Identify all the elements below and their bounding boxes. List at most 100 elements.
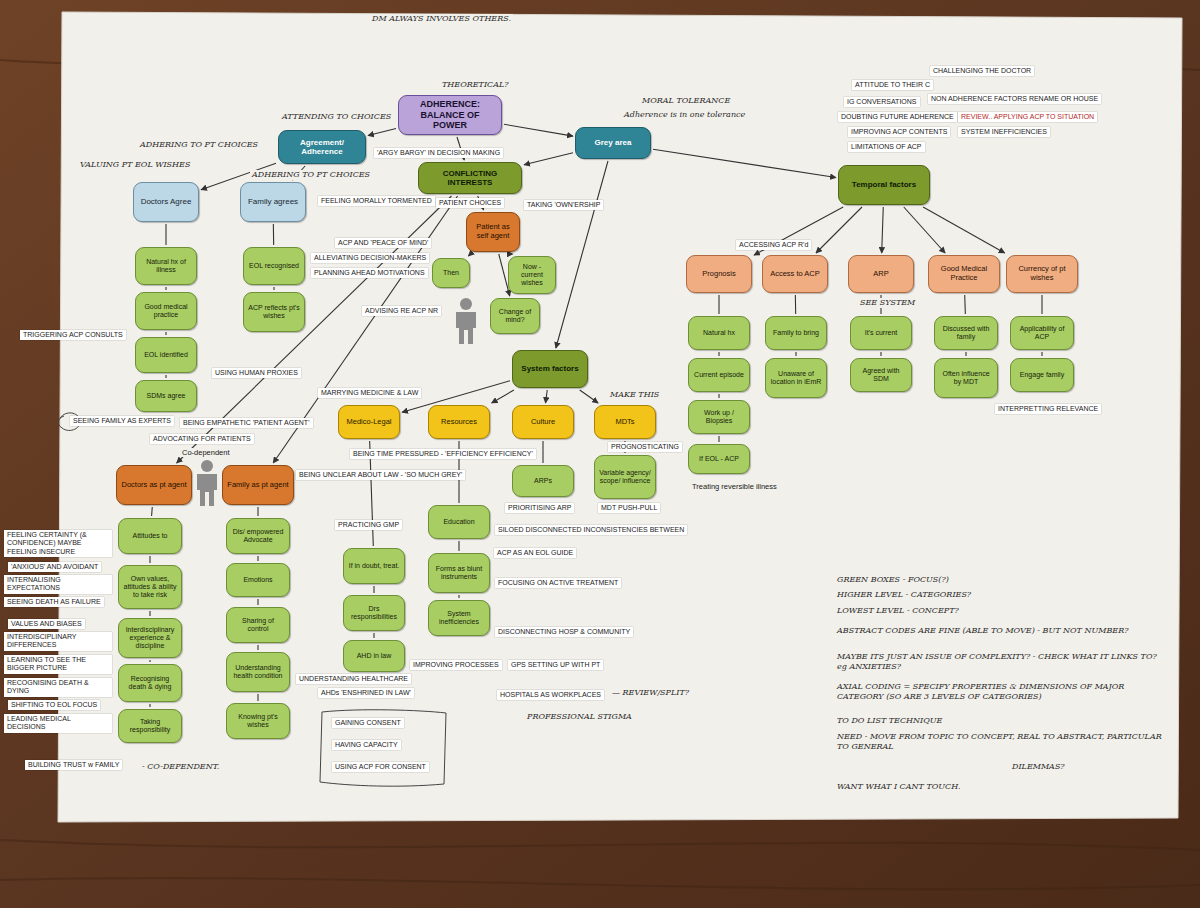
handwritten-note: HIGHER LEVEL - CATEGORIES? — [835, 590, 973, 600]
code-label: ATTITUDE TO THEIR C — [852, 80, 933, 90]
connector — [273, 287, 274, 290]
code-label: 'ARGY BARGY' IN DECISION MAKING — [374, 148, 503, 158]
code-label: SEEING DEATH AS FAILURE — [4, 597, 104, 607]
node-text: System inefficiencies — [433, 610, 485, 626]
code-label: USING HUMAN PROXIES — [212, 368, 301, 378]
code-label: INTERNALISING EXPECTATIONS — [4, 575, 112, 594]
concept-box: Variable agency/ scope/ influence — [594, 455, 656, 499]
handwritten-note: PROFESSIONAL STIGMA — [525, 712, 634, 722]
node-text: Patient as self agent — [471, 223, 515, 240]
code-label: INTERPRETTING RELEVANCE — [995, 404, 1101, 414]
connector — [718, 394, 719, 398]
system-box: Culture — [512, 405, 574, 439]
connector — [816, 207, 862, 253]
node-text: Prognosis — [702, 270, 735, 279]
node-text: Dis/ empowered Advocate — [231, 528, 285, 544]
node-text: Currency of pt wishes — [1011, 265, 1073, 282]
node-text: ADHERENCE: BALANCE OF POWER — [403, 99, 497, 130]
subcategory-box: Family agrees — [240, 182, 306, 222]
hand-drawn-bracket — [320, 710, 446, 786]
node-text: It's current — [865, 329, 897, 337]
handwritten-note: NEED - MOVE FROM TOPIC TO CONCEPT, REAL … — [835, 732, 1165, 751]
node-text: Family to bring — [773, 329, 819, 337]
node-text: Knowing pt's wishes — [231, 713, 285, 729]
handwritten-note: Adherence is in one tolerance — [622, 110, 747, 120]
node-text: Change of mind? — [495, 308, 535, 324]
code-label: IMPROVING ACP CONTENTS — [848, 127, 950, 137]
category-box: Grey area — [575, 127, 651, 159]
concept-box: EOL identified — [135, 337, 197, 373]
temporal-box: Currency of pt wishes — [1006, 255, 1078, 293]
factor-box: Temporal factors — [838, 165, 930, 205]
connector — [177, 196, 452, 463]
concept-box: Unaware of location in iEmR — [765, 358, 827, 398]
handwritten-note: ADHERING TO PT CHOICES — [250, 170, 372, 180]
concept-box: SDMs agree — [135, 380, 197, 412]
connector — [904, 207, 945, 253]
handwritten-note: ABSTRACT CODES ARE FINE (ABLE TO MOVE) -… — [835, 626, 1130, 636]
connector — [923, 207, 1005, 253]
connector — [257, 507, 258, 516]
code-label: BEING UNCLEAR ABOUT LAW - 'SO MUCH GREY' — [296, 470, 465, 480]
concept-box: Now - current wishes — [508, 256, 556, 294]
code-label: ADVISING RE ACP NR — [362, 306, 441, 316]
connector — [458, 595, 459, 598]
node-text: Emotions — [243, 576, 272, 584]
node-text: Medico-Legal — [346, 418, 391, 427]
agent-box: Family as pt agent — [222, 465, 294, 505]
code-label: USING ACP FOR CONSENT — [332, 762, 429, 772]
node-text: Recognising death & dying — [123, 675, 177, 691]
handwritten-note: MORAL TOLERANCE — [640, 96, 732, 106]
handwritten-note: DILEMMAS? — [1010, 762, 1067, 772]
temporal-box: ARP — [848, 255, 914, 293]
node-text: System factors — [521, 364, 578, 373]
concept-box: Natural hx — [688, 316, 750, 350]
concept-box: It's current — [850, 316, 912, 350]
connector — [556, 161, 608, 348]
connector — [718, 295, 719, 314]
connector — [546, 390, 548, 403]
node-text: Good Medical Practice — [933, 265, 995, 282]
code-label: HOSPITALS AS WORKPLACES — [497, 690, 604, 700]
node-text: Current episode — [694, 371, 744, 379]
connector — [795, 352, 796, 356]
node-text: Engage family — [1020, 371, 1064, 379]
connector — [257, 599, 258, 605]
concept-box: Own values, attitudes & ability to take … — [118, 565, 182, 609]
handwritten-note: - CO-DEPENDENT. — [140, 762, 221, 772]
node-text: Often influence by MDT — [939, 370, 993, 386]
node-text: Interdisciplinary experience & disciplin… — [123, 626, 177, 650]
concept-box: Drs responsibilities — [343, 595, 405, 631]
code-label: PATIENT CHOICES — [436, 198, 504, 208]
node-text: Applicability of ACP — [1015, 325, 1069, 341]
code-label: LEADING MEDICAL DECISIONS — [4, 714, 112, 733]
code-label: PROGNOSTICATING — [608, 442, 682, 452]
code-label: PRACTICING GMP — [335, 520, 402, 530]
connector — [149, 556, 150, 563]
connector — [458, 541, 459, 551]
code-label: Treating reversible illness — [690, 482, 779, 491]
code-label: PLANNING AHEAD MOTIVATIONS — [311, 268, 428, 278]
code-label: FEELING CERTAINTY (& CONFIDENCE) MAYBE F… — [4, 530, 112, 557]
connector — [273, 224, 274, 245]
concept-box: Forms as blunt instruments — [428, 553, 490, 593]
code-label: PRIORITISING ARP — [505, 503, 574, 513]
connector — [965, 352, 966, 356]
factor-box: CONFLICTING INTERESTS — [418, 162, 522, 194]
concept-box: Work up / Biopsies — [688, 400, 750, 434]
concept-box: Engage family — [1010, 358, 1074, 392]
code-label: ALLEVIATING DECISION-MAKERS — [311, 253, 429, 263]
code-label: DOUBTING FUTURE ADHERENCE — [838, 112, 957, 122]
connector — [580, 390, 598, 403]
connector — [882, 207, 884, 253]
connector — [964, 295, 966, 314]
node-text: Good medical practice — [140, 303, 192, 319]
connector — [542, 441, 543, 463]
system-box: Resources — [428, 405, 490, 439]
handwritten-note: VALUING PT EOL WISHES — [78, 160, 192, 170]
code-label: ACCESSING ACP R'd — [736, 240, 811, 250]
concept-box: Applicability of ACP — [1010, 316, 1074, 350]
code-label: MDT PUSH-PULL — [598, 503, 660, 513]
handwritten-note: TO DO LIST TECHNIQUE — [835, 716, 944, 726]
handwritten-note: GREEN BOXES - FOCUS(?) — [835, 575, 951, 585]
